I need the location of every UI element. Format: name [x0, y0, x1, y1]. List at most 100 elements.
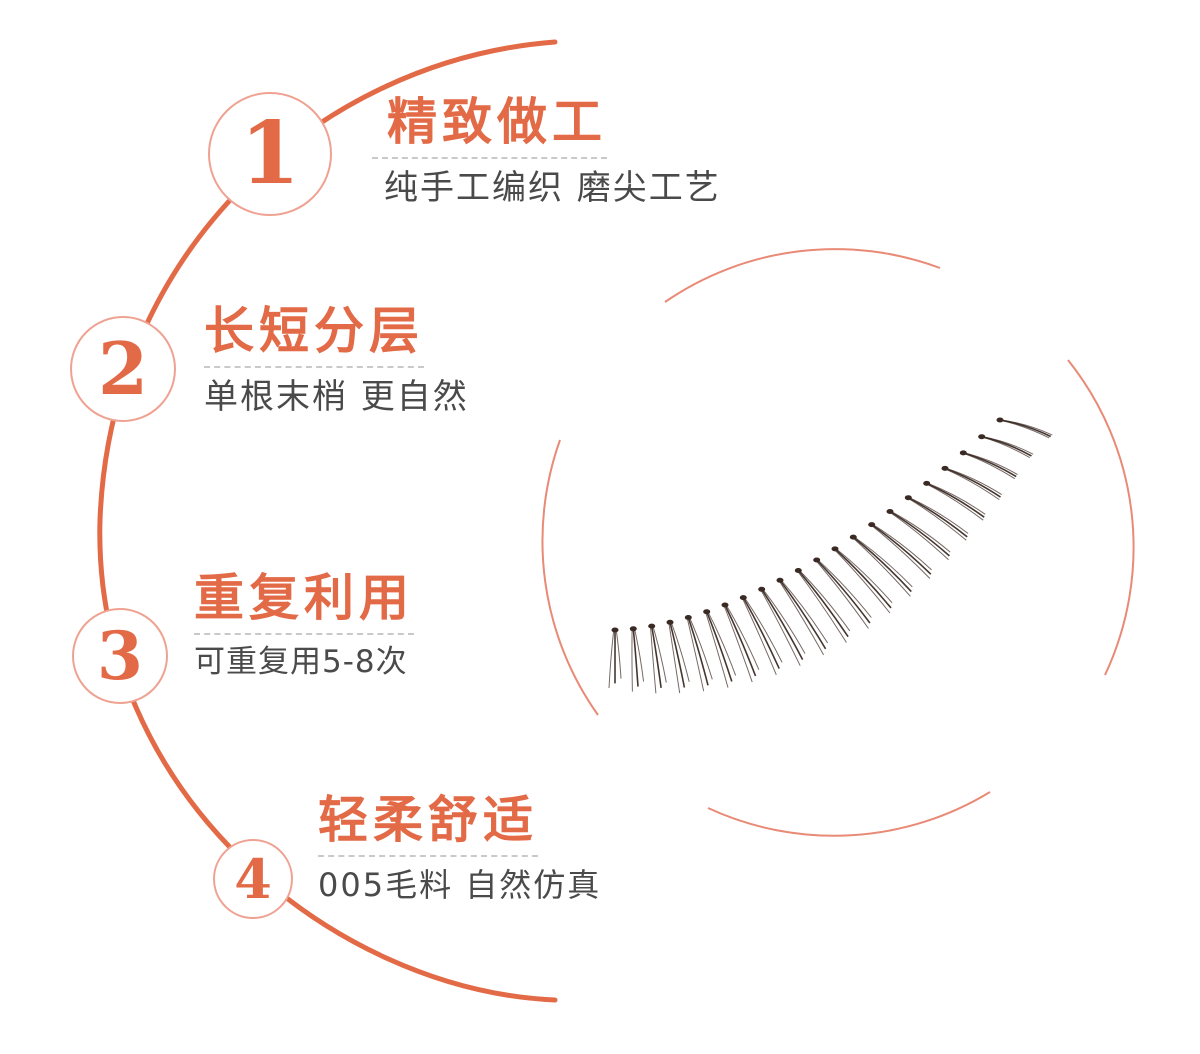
lash-hair	[816, 559, 871, 624]
step-number: 4	[234, 847, 272, 911]
feature-1: 精致做工 纯手工编织 磨尖工艺	[372, 97, 721, 205]
lash-hair	[925, 482, 984, 521]
lash-hair	[608, 629, 615, 689]
lash-knot	[886, 509, 894, 514]
lash-hair	[669, 622, 686, 688]
step-badge-1: 1	[208, 92, 332, 216]
lash-knot	[959, 450, 967, 456]
lash-hair	[888, 511, 949, 561]
lash-knot	[813, 557, 821, 563]
product-ring	[541, 248, 1135, 837]
lash-hair	[762, 588, 806, 654]
feature-title: 精致做工	[372, 97, 607, 159]
lash-hair	[778, 580, 825, 656]
lash-hair	[742, 597, 780, 669]
lash-hair	[944, 467, 1001, 498]
lash-knot	[923, 480, 931, 486]
lash-hair	[851, 536, 911, 597]
lash-knot	[978, 434, 986, 440]
feature-desc: 单根末梢 更自然	[204, 377, 469, 417]
lash-hair	[705, 611, 733, 682]
lash-hair	[741, 597, 777, 675]
lash-hair	[670, 622, 690, 682]
lash-hair	[689, 617, 713, 680]
lash-hair	[686, 617, 705, 692]
lash-hair	[634, 628, 645, 682]
feature-title: 长短分层	[204, 306, 424, 368]
lash-knot	[666, 619, 674, 625]
lash-hair	[946, 467, 1002, 496]
lash-knot	[904, 495, 912, 501]
lash-knot	[721, 602, 729, 608]
step-number: 1	[240, 103, 300, 204]
lash-hair	[761, 588, 804, 660]
feature-2: 长短分层 单根末梢 更自然	[204, 306, 469, 414]
lash-knot	[996, 417, 1004, 423]
lash-knot	[849, 534, 857, 540]
lash-hair	[723, 604, 753, 683]
lash-hair	[705, 611, 729, 688]
lash-hair	[982, 436, 1034, 455]
feature-desc: 005毛料 自然仿真	[318, 866, 602, 904]
lash-hair	[927, 482, 986, 515]
lash-hair	[835, 548, 893, 604]
lash-hair	[833, 548, 891, 614]
lash-knot	[941, 465, 949, 471]
lash-hair	[668, 622, 681, 694]
lash-hair	[707, 611, 737, 676]
lash-hair	[797, 569, 849, 638]
lash-hair	[652, 625, 667, 683]
lash-hair	[961, 452, 1016, 480]
lash-hair	[725, 604, 760, 670]
feature-4: 轻柔舒适 005毛料 自然仿真	[318, 795, 601, 901]
lash-hair	[780, 579, 829, 644]
lash-knot	[794, 568, 802, 573]
lash-hair	[872, 524, 932, 571]
lash-hair	[870, 524, 931, 579]
lash-hair	[834, 548, 892, 609]
lash-knot	[831, 546, 839, 552]
lash-knot	[611, 627, 619, 633]
lash-hair	[815, 559, 869, 629]
lash-hair	[817, 559, 872, 618]
lash-hair	[964, 452, 1018, 476]
lash-hair	[926, 482, 985, 518]
lash-hair	[963, 452, 1017, 478]
feature-3: 重复利用 可重复用5-8次	[194, 573, 414, 678]
step-badge-4: 4	[213, 839, 293, 919]
lash-hair	[980, 436, 1031, 459]
lash-hair	[796, 570, 847, 643]
lash-hair	[744, 597, 783, 663]
lash-hair	[779, 579, 827, 650]
lash-hair	[889, 510, 950, 557]
lash-knot	[868, 522, 876, 528]
feature-title: 轻柔舒适	[318, 795, 538, 857]
lash-hair	[1001, 419, 1053, 436]
lash-hair	[852, 536, 912, 593]
feature-desc: 纯手工编织 磨尖工艺	[384, 168, 721, 208]
lash-hair	[907, 496, 968, 538]
main-arc	[97, 39, 558, 1003]
lash-hair	[650, 626, 657, 694]
lash-hair	[909, 497, 969, 534]
lash-hair	[890, 511, 951, 553]
lash-knot	[758, 586, 766, 592]
step-number: 3	[97, 617, 143, 695]
lash-knot	[739, 595, 747, 601]
lash-knot	[776, 577, 784, 583]
lash-knot	[684, 615, 692, 620]
lash-hair	[760, 589, 801, 666]
lash-hair	[632, 628, 639, 687]
step-badge-2: 2	[70, 316, 176, 422]
lash-hair	[687, 617, 709, 686]
lash-hair	[724, 604, 757, 677]
lash-hair	[615, 629, 622, 679]
lash-hair	[871, 523, 932, 575]
step-badge-3: 3	[72, 608, 168, 704]
lash-hair	[650, 625, 662, 689]
lash-knot	[629, 626, 637, 632]
lash-hair	[799, 570, 851, 632]
feature-desc: 可重复用5-8次	[194, 644, 408, 680]
lash-hair	[906, 497, 967, 541]
